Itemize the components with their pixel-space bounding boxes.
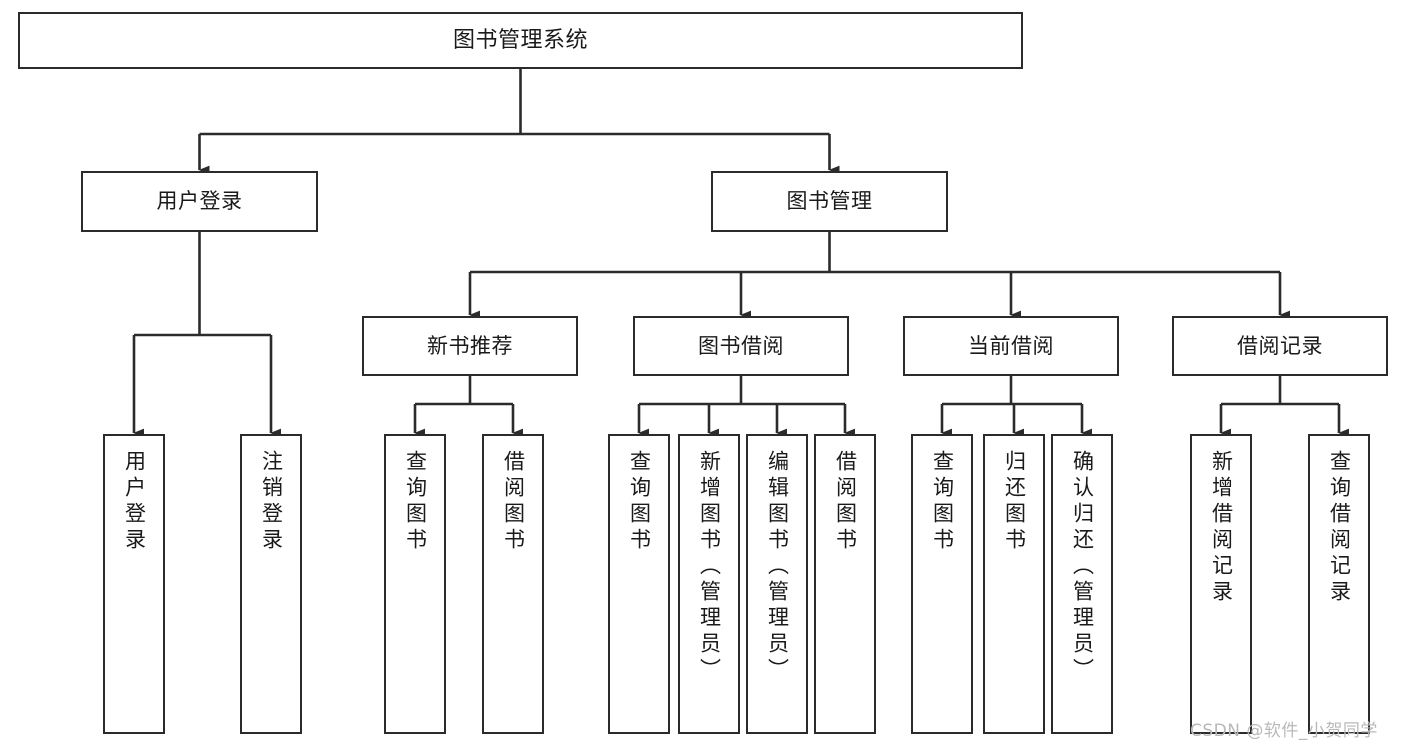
node-label: 用户登录 [156,189,243,214]
node-records[interactable]: 借阅记录 [1172,316,1388,376]
node-leaf-5[interactable]: 查询图书 [608,434,670,734]
node-label: 查询图书 [930,450,955,554]
node-leaf-10[interactable]: 归还图书 [983,434,1045,734]
node-label: 图书借阅 [698,333,784,358]
node-leaf-12[interactable]: 新增借阅记录 [1190,434,1252,734]
node-leaf-11[interactable]: 确认归还（管理员） [1051,434,1113,734]
node-label: 借阅记录 [1237,333,1323,358]
node-label: 当前借阅 [968,333,1054,358]
node-label: 新增图书（管理员） [697,450,722,684]
node-label: 新书推荐 [427,333,513,358]
node-label: 注销登录 [259,450,284,554]
csdn-watermark: CSDN @软件_小贺同学 [1190,721,1378,741]
node-label: 新增借阅记录 [1209,450,1234,606]
node-leaf-3[interactable]: 查询图书 [384,434,446,734]
node-borrow[interactable]: 图书借阅 [633,316,849,376]
node-label: 查询图书 [403,450,428,554]
node-login[interactable]: 用户登录 [81,171,318,232]
node-label: 确认归还（管理员） [1070,450,1095,684]
edge-paths [132,69,1350,438]
node-label: 归还图书 [1002,450,1027,554]
node-leaf-2[interactable]: 注销登录 [240,434,302,734]
node-current[interactable]: 当前借阅 [903,316,1119,376]
node-leaf-9[interactable]: 查询图书 [911,434,973,734]
node-newbook[interactable]: 新书推荐 [362,316,578,376]
node-bookmgmt[interactable]: 图书管理 [711,171,948,232]
node-leaf-4[interactable]: 借阅图书 [482,434,544,734]
node-label: 图书管理系统 [452,27,588,53]
node-leaf-8[interactable]: 借阅图书 [814,434,876,734]
node-label: 查询图书 [627,450,652,554]
node-label: 借阅图书 [501,450,526,554]
node-label: 查询借阅记录 [1327,450,1352,606]
node-label: 图书管理 [786,189,873,214]
node-root[interactable]: 图书管理系统 [18,12,1023,69]
node-label: 借阅图书 [833,450,858,554]
node-leaf-7[interactable]: 编辑图书（管理员） [746,434,808,734]
node-leaf-1[interactable]: 用户登录 [103,434,165,734]
node-label: 用户登录 [122,450,147,554]
node-leaf-6[interactable]: 新增图书（管理员） [678,434,740,734]
node-leaf-13[interactable]: 查询借阅记录 [1308,434,1370,734]
node-label: 编辑图书（管理员） [765,450,790,684]
